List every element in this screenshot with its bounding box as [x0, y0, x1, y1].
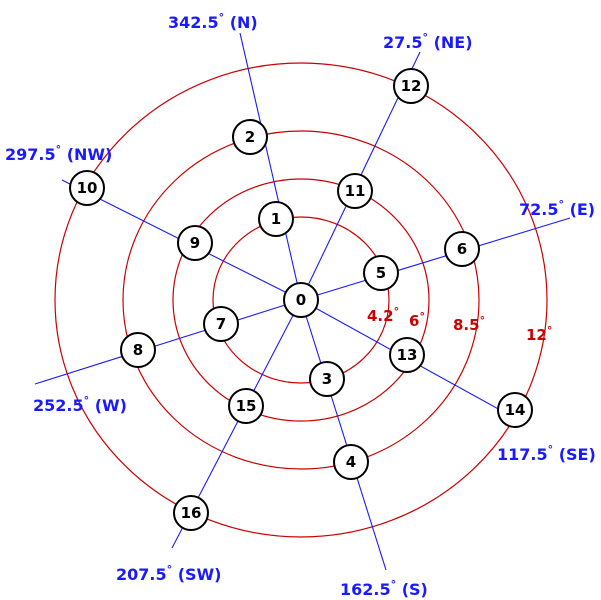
ring-1	[212, 216, 390, 384]
direction-label-sw: 207.5° (SW)	[116, 563, 221, 584]
node-4: 4	[333, 444, 369, 480]
svg-text:5: 5	[376, 264, 386, 282]
direction-label-w: 252.5° (W)	[33, 394, 127, 415]
node-16: 16	[173, 495, 209, 531]
svg-text:8: 8	[133, 341, 143, 359]
spoke-n	[239, 32, 302, 301]
node-7: 7	[203, 306, 239, 342]
svg-text:7: 7	[216, 315, 226, 333]
svg-text:12: 12	[401, 77, 422, 95]
rings	[54, 62, 548, 538]
ring-label-1: 4.2°	[367, 305, 399, 325]
svg-text:9: 9	[190, 234, 200, 252]
ring-label-2: 6°	[409, 310, 425, 330]
node-11: 11	[337, 173, 373, 209]
node-13: 13	[389, 337, 425, 373]
ring-label-4: 12°	[526, 324, 552, 344]
ring-labels: 4.2° 6° 8.5° 12°	[367, 305, 552, 344]
ring-4	[54, 62, 548, 538]
svg-text:10: 10	[77, 179, 98, 197]
svg-text:16: 16	[181, 504, 202, 522]
node-2: 2	[232, 119, 268, 155]
svg-text:1: 1	[271, 210, 281, 228]
direction-label-se: 117.5° (SE)	[497, 443, 596, 464]
nodes: 0 1 2 3 4 5 6 7 8 9 10 11 12 13 14 15 16	[69, 68, 533, 531]
node-1: 1	[258, 201, 294, 237]
svg-text:6: 6	[457, 240, 467, 258]
node-15: 15	[228, 388, 264, 424]
svg-text:13: 13	[397, 346, 418, 364]
svg-text:0: 0	[296, 291, 306, 309]
ring-label-3: 8.5°	[453, 314, 485, 334]
node-9: 9	[177, 225, 213, 261]
ring-3	[122, 130, 480, 470]
node-14: 14	[497, 392, 533, 428]
svg-text:15: 15	[236, 397, 257, 415]
direction-labels: 342.5° (N) 27.5° (NE) 72.5° (E) 117.5° (…	[5, 11, 596, 599]
node-6: 6	[444, 231, 480, 267]
direction-label-e: 72.5° (E)	[519, 198, 595, 219]
direction-label-n: 342.5° (N)	[168, 11, 258, 32]
direction-label-ne: 27.5° (NE)	[383, 31, 473, 52]
svg-text:2: 2	[245, 128, 255, 146]
spoke-e	[300, 217, 571, 301]
spoke-w	[34, 299, 302, 385]
spoke-s	[300, 299, 387, 571]
svg-text:3: 3	[322, 370, 332, 388]
direction-label-nw: 297.5° (NW)	[5, 143, 112, 164]
ring-2	[172, 178, 430, 422]
node-0: 0	[283, 282, 319, 318]
node-3: 3	[309, 361, 345, 397]
node-12: 12	[393, 68, 429, 104]
node-8: 8	[120, 332, 156, 368]
svg-text:4: 4	[346, 453, 356, 471]
svg-text:11: 11	[345, 182, 366, 200]
node-5: 5	[363, 255, 399, 291]
node-10: 10	[69, 170, 105, 206]
direction-label-s: 162.5° (S)	[340, 578, 428, 599]
svg-text:14: 14	[505, 401, 526, 419]
